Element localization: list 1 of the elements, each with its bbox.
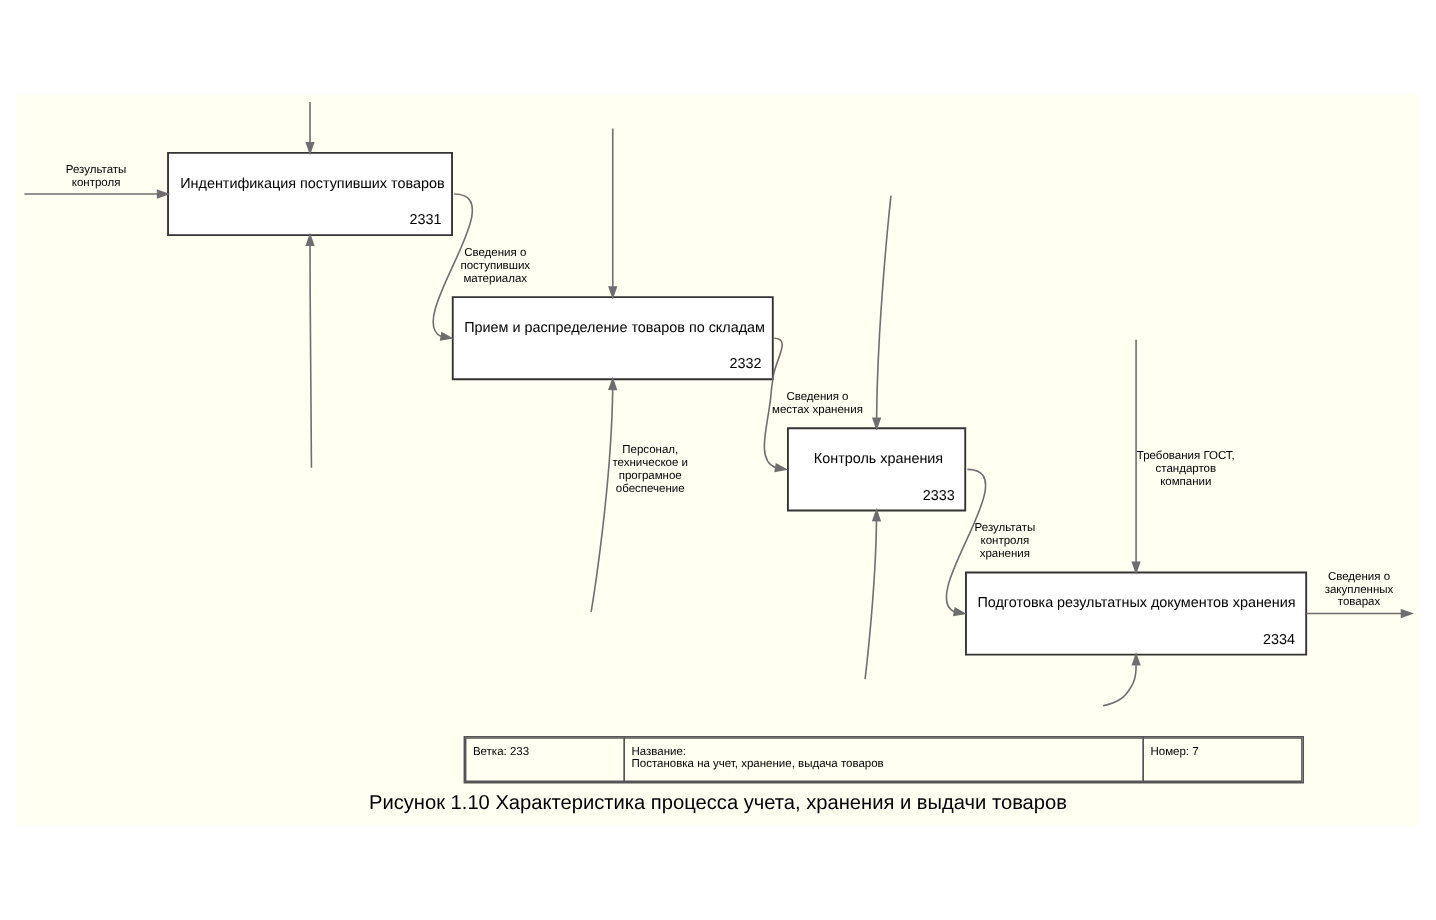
caption: Рисунок 1.10 Характеристика процесса учета, хранения и выдачи товаров <box>369 792 1067 815</box>
